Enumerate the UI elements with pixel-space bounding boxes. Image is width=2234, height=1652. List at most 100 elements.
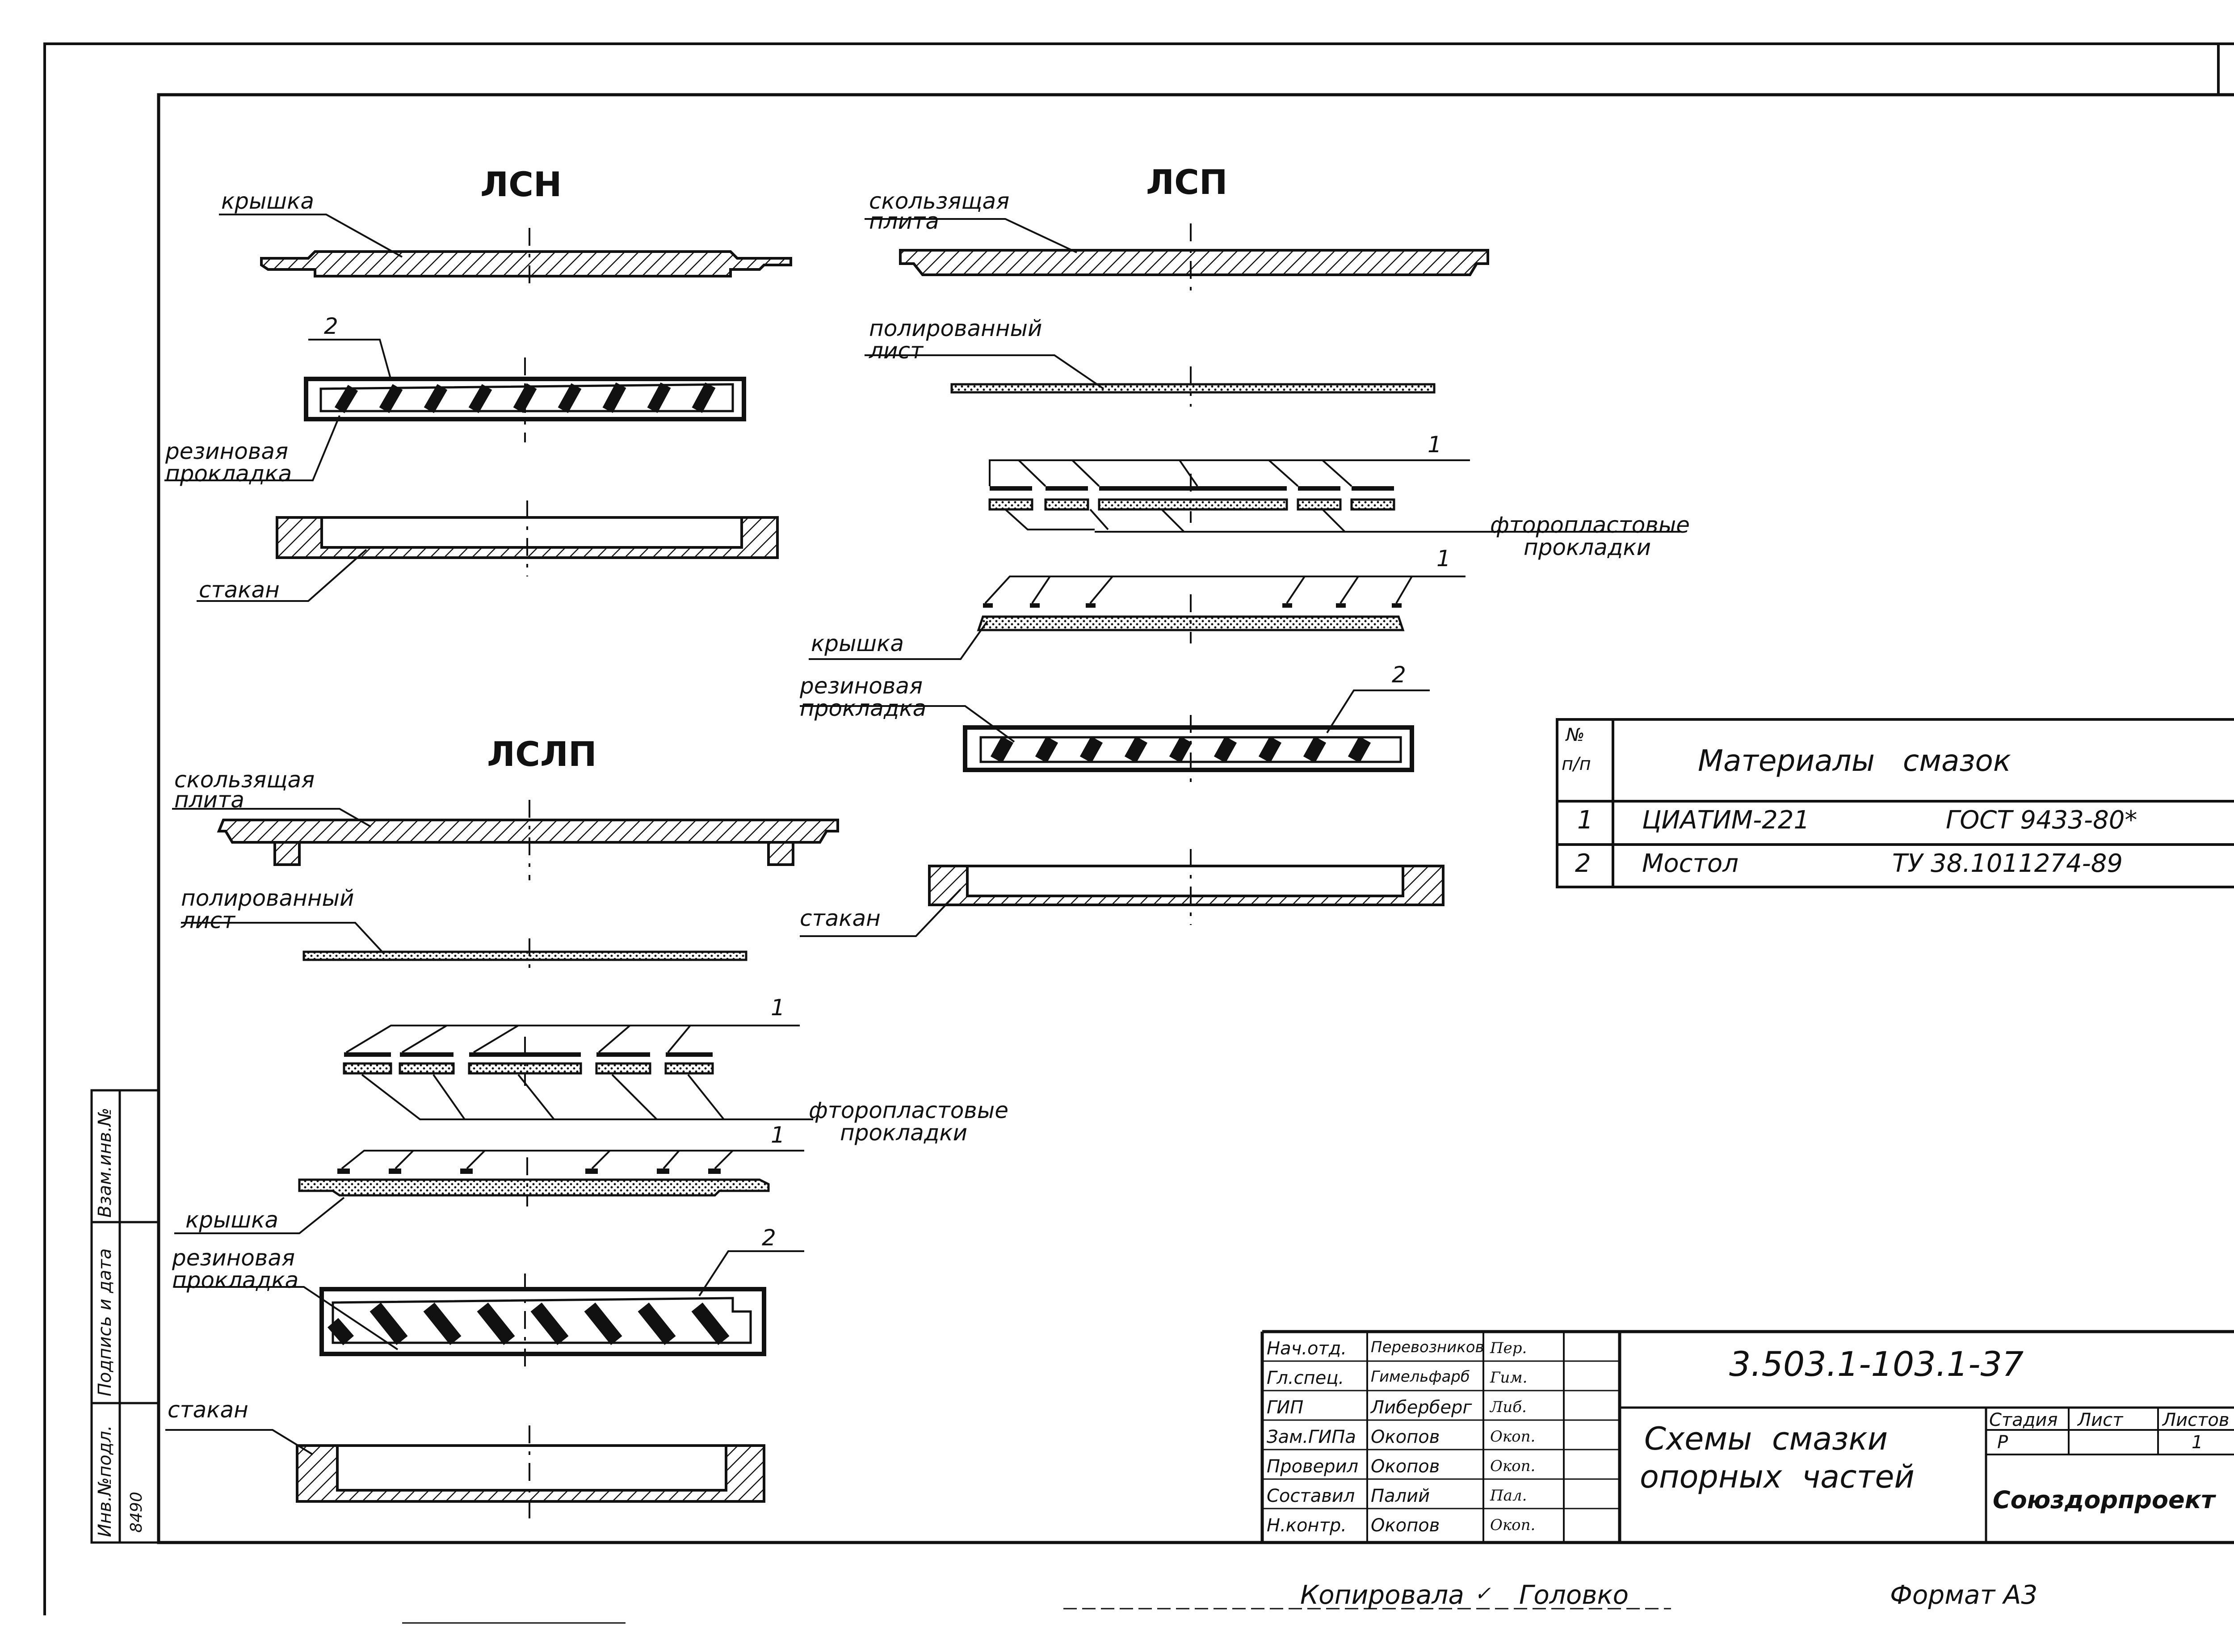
doc-code: 3.503.1-103.1-37 <box>1729 1344 2024 1384</box>
staff-signature: Окоп. <box>1490 1457 1536 1475</box>
lsp-ptfe-label-1: фторопластовые <box>1490 512 1690 538</box>
lslp-diagram <box>165 800 839 1519</box>
lslp-ptfe-label-2: прокладки <box>840 1120 968 1146</box>
lslp-title: ЛСЛП <box>487 734 597 774</box>
lsp-rubber-pad <box>963 725 1414 772</box>
lslp-lid-label: крышка <box>185 1207 279 1233</box>
lsp-grease-1b-label: 1 <box>1436 546 1451 572</box>
lslp-ptfe-label-1: фторопластовые <box>809 1097 1008 1123</box>
lsp-slide-plate <box>899 249 1489 276</box>
lslp-cup-label: стакан <box>168 1397 248 1423</box>
copied-by-signature: ✓ <box>1474 1582 1491 1605</box>
lsp-lid-label: крышка <box>811 631 904 656</box>
lsp-title: ЛСП <box>1146 162 1228 202</box>
lsp-ptfe-pads <box>988 486 1395 511</box>
lsp-cup-label: стакан <box>800 905 881 931</box>
sheet-number: 77 <box>2232 53 2234 82</box>
staff-role: Проверил <box>1267 1456 1359 1477</box>
staff-signature: Окоп. <box>1490 1428 1536 1446</box>
lslp-slide-label-1: скользящая <box>174 767 315 793</box>
lslp-slide-label-2: плита <box>174 787 244 813</box>
lsp-grease-2-label: 2 <box>1392 662 1406 688</box>
side-stamp-inv-value: 8490 <box>127 1492 146 1533</box>
materials-row-1-standard: ГОСТ 9433-80* <box>1946 806 2137 835</box>
lsp-polished-label-2: лист <box>869 338 924 364</box>
lsp-cup <box>928 865 1445 906</box>
lslp-grease-1a-label: 1 <box>771 995 785 1021</box>
lsn-cup <box>276 516 779 559</box>
staff-name: Гимельфарб <box>1371 1368 1470 1386</box>
staff-name: Окопов <box>1371 1456 1440 1477</box>
staff-name: Либерберг <box>1371 1397 1472 1418</box>
side-stamp-sign-date: Подпись и дата <box>95 1248 115 1396</box>
copied-by-name: Головко <box>1519 1580 1629 1610</box>
title-block-grid <box>1260 1330 2234 1543</box>
title-line-1: Схемы смазки <box>1644 1421 1888 1457</box>
title-line-2: опорных частей <box>1640 1459 1915 1495</box>
organization-name: Союздорпроект <box>1993 1486 2215 1514</box>
materials-col-no-2: п/п <box>1562 754 1591 774</box>
lsp-polished-sheet <box>950 383 1436 394</box>
stage-header: Стадия <box>1989 1410 2058 1430</box>
lslp-grease-2-label: 2 <box>762 1225 776 1251</box>
lslp-ptfe-pads <box>343 1052 714 1075</box>
side-stamp-replace-inv: Взам.инв.№ <box>95 1107 115 1218</box>
lslp-rubber-pad <box>319 1287 766 1356</box>
lsn-title: ЛСН <box>480 164 562 204</box>
copied-by-label: Копировала <box>1300 1580 1464 1610</box>
sheet-frame <box>43 42 2234 1615</box>
lsn-lid-label: крышка <box>221 188 315 214</box>
lsp-diagram <box>800 218 1680 937</box>
lsp-rubber-label-2: прокладка <box>800 695 927 721</box>
stage-value: Р <box>1997 1432 2008 1453</box>
lsp-ptfe-label-2: прокладки <box>1524 534 1651 560</box>
lsp-slide-label-2: плита <box>869 208 939 234</box>
lslp-rubber-label-2: прокладка <box>172 1267 299 1293</box>
side-stamp-grid <box>90 1089 160 1544</box>
sheets-total-value: 1 <box>2192 1432 2203 1453</box>
staff-signature: Гим. <box>1490 1369 1528 1387</box>
staff-signature: Окоп. <box>1490 1516 1536 1534</box>
staff-role: ГИП <box>1267 1397 1304 1418</box>
lsn-rubber-label-1: резиновая <box>165 438 289 464</box>
lslp-polished-label-1: полированный <box>181 885 354 911</box>
staff-role: Зам.ГИПа <box>1267 1427 1356 1447</box>
lslp-polished-sheet <box>302 950 747 961</box>
staff-name: Палий <box>1371 1486 1430 1506</box>
sheets-header: Листов <box>2163 1410 2230 1430</box>
staff-signature: Пер. <box>1490 1339 1527 1357</box>
materials-col-no-1: № <box>1566 725 1585 745</box>
materials-row-2-standard: ТУ 38.1011274-89 <box>1892 849 2123 878</box>
staff-name: Перевозников <box>1371 1338 1484 1356</box>
staff-name: Окопов <box>1371 1515 1440 1536</box>
staff-role: Гл.спец. <box>1267 1368 1344 1388</box>
materials-row-1-no: 1 <box>1577 806 1593 835</box>
lslp-cup <box>296 1444 765 1503</box>
materials-row-2-name: Мостол <box>1642 849 1739 878</box>
materials-header: Материалы смазок <box>1698 744 2011 778</box>
lslp-rubber-label-1: резиновая <box>172 1245 295 1271</box>
materials-row-1-name: ЦИАТИМ-221 <box>1642 806 1810 835</box>
lsp-rubber-label-1: резиновая <box>800 673 923 699</box>
lslp-polished-label-2: лист <box>181 908 235 933</box>
lsn-cup-label: стакан <box>199 577 280 603</box>
format-label: Формат А3 <box>1890 1580 2038 1610</box>
lsn-diagram <box>164 214 792 602</box>
lslp-slide-plate <box>217 819 839 844</box>
side-stamp-inv-original: Инв.№подл. <box>95 1425 115 1537</box>
lsn-lid <box>260 250 792 277</box>
lsn-rubber-pad <box>304 377 746 421</box>
staff-name: Окопов <box>1371 1427 1440 1447</box>
lsp-slide-label-1: скользящая <box>869 188 1010 214</box>
lslp-grease-1b-label: 1 <box>771 1122 785 1148</box>
lsp-grease-1a-label: 1 <box>1428 432 1442 458</box>
lsp-polished-label-1: полированный <box>869 315 1042 341</box>
staff-role: Составил <box>1267 1486 1355 1506</box>
staff-signature: Либ. <box>1490 1398 1527 1416</box>
sheet-header: Лист <box>2078 1410 2123 1430</box>
lsn-rubber-label-2: прокладка <box>165 461 292 487</box>
lslp-lid <box>298 1178 770 1197</box>
staff-signature: Пал. <box>1490 1487 1527 1505</box>
materials-table-grid <box>1556 718 2234 888</box>
